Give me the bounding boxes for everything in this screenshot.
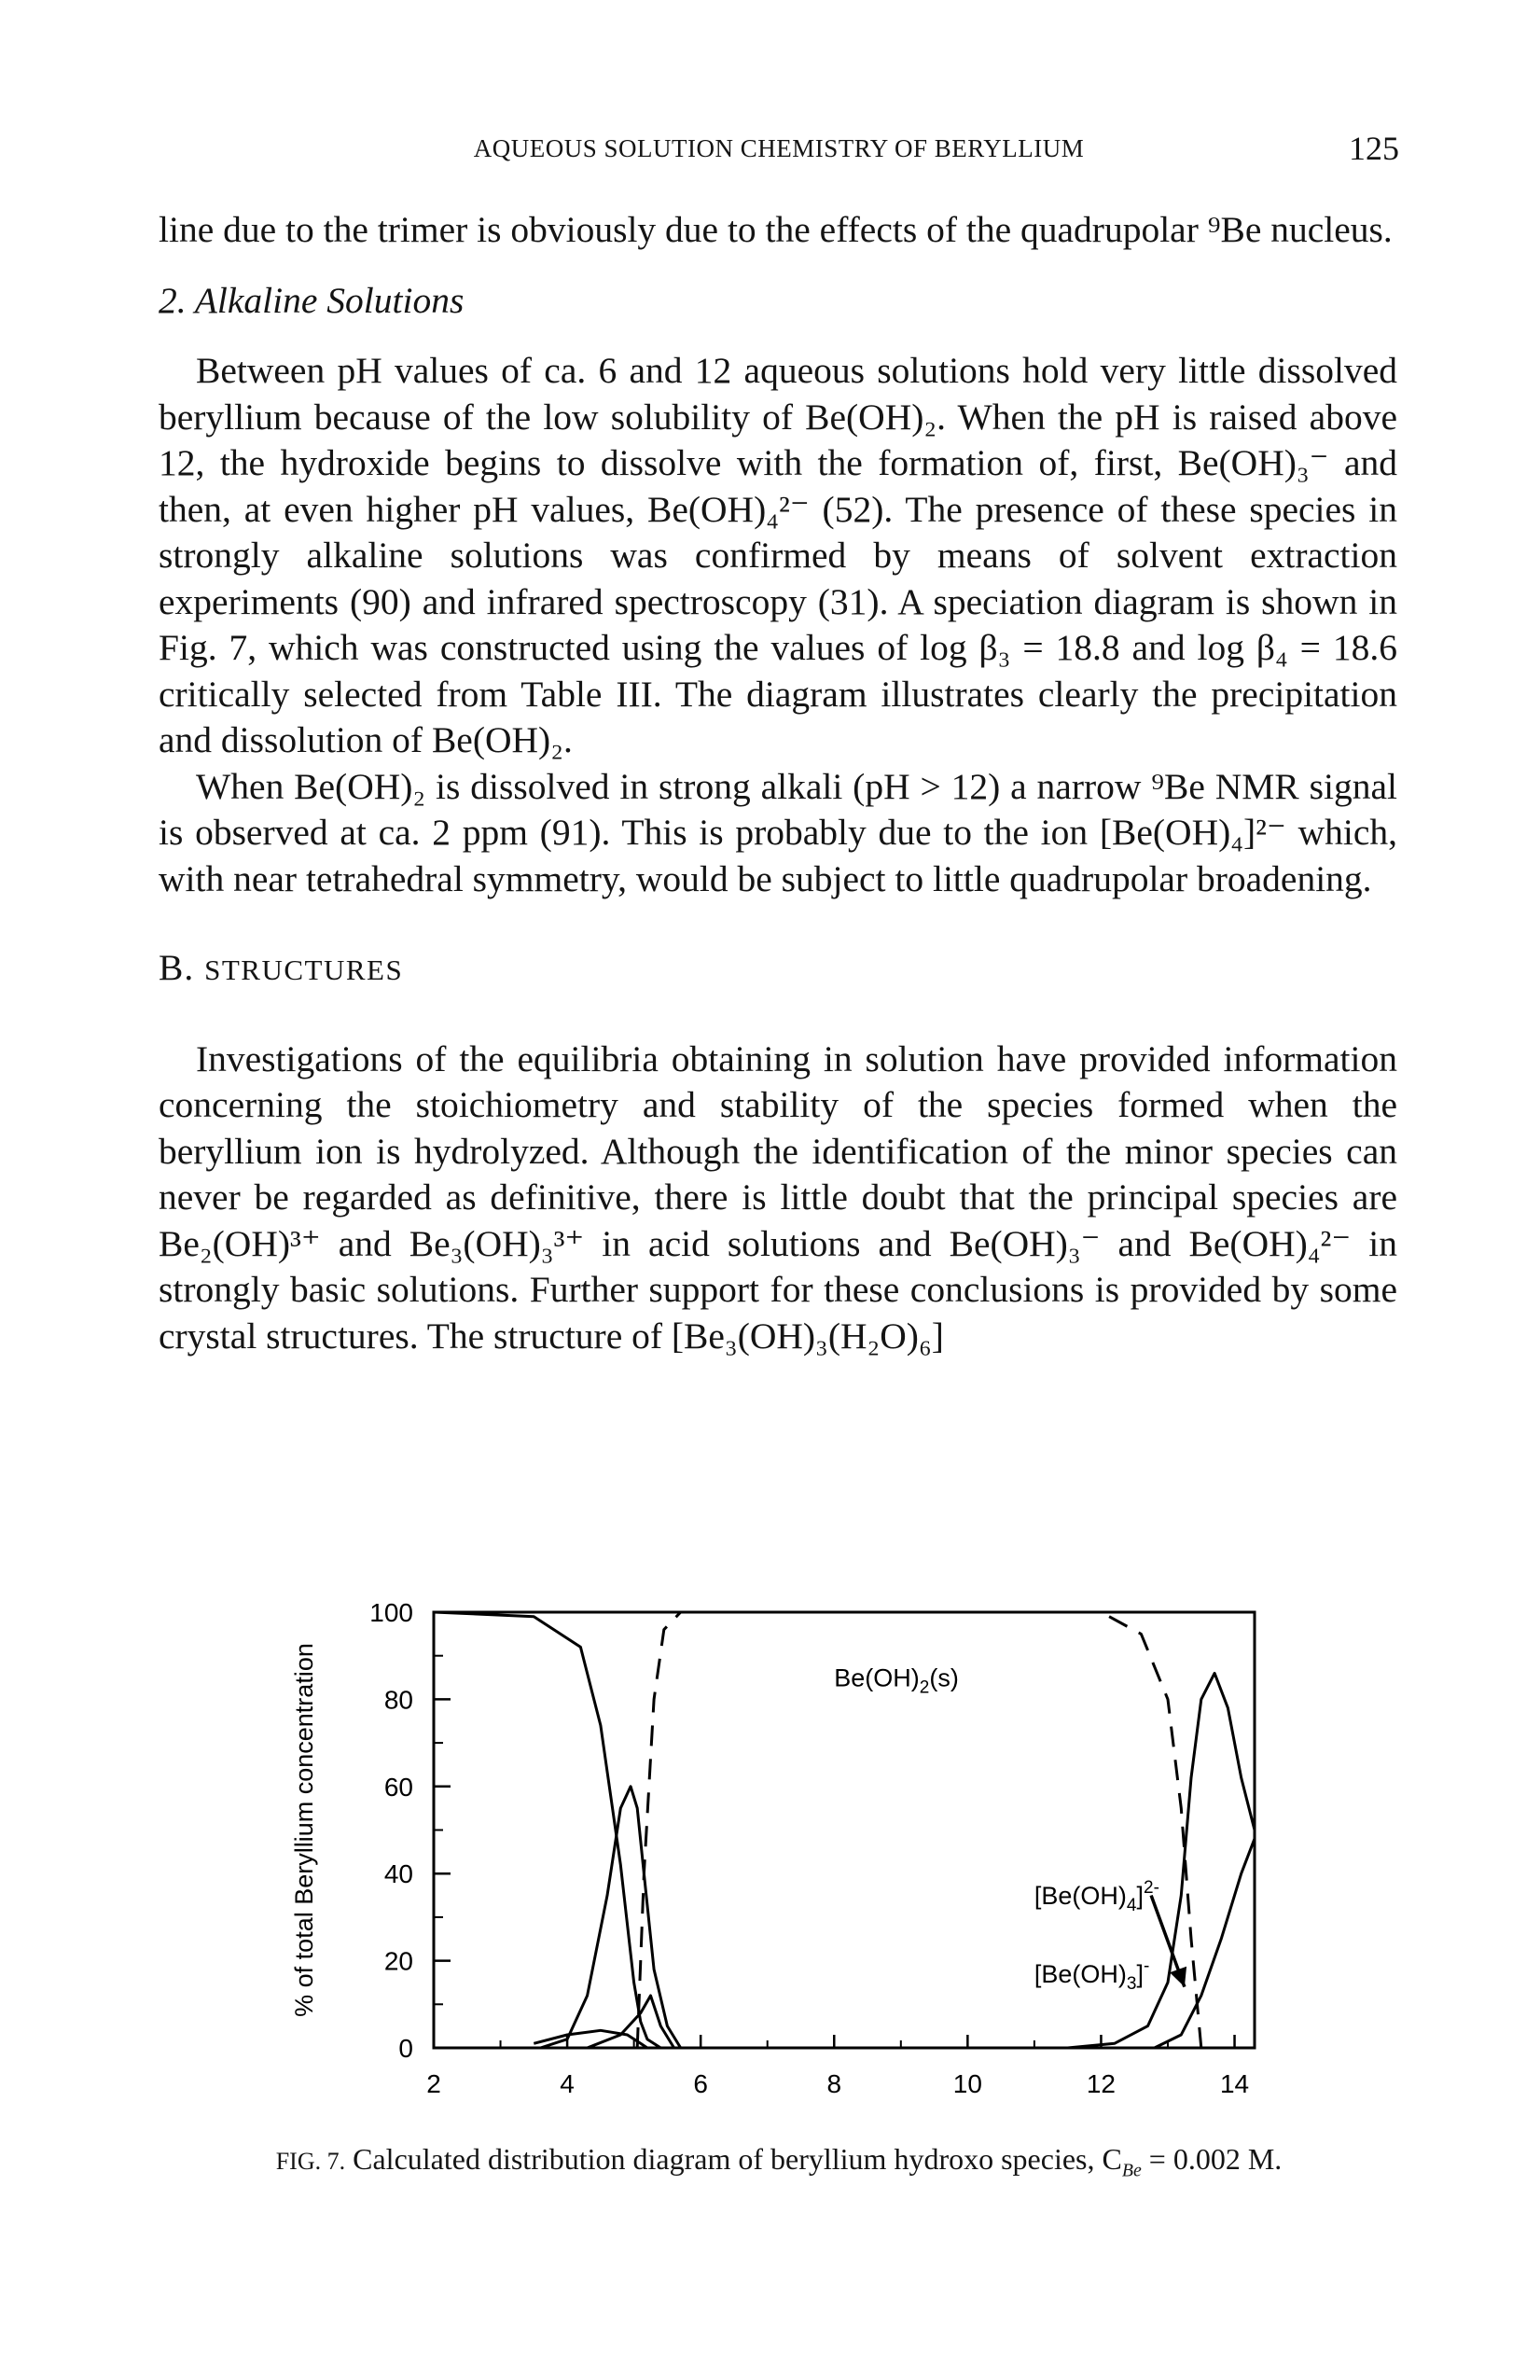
- x-tick-label: 12: [1087, 2069, 1116, 2098]
- subsection-title: STRUCTURES: [204, 953, 404, 986]
- subsection-heading: B. STRUCTURES: [159, 945, 1397, 994]
- y-tick-label: 0: [398, 2034, 413, 2063]
- series-line--be-oh-4-2-: [1154, 1838, 1256, 2050]
- y-tick-label: 80: [384, 1685, 413, 1714]
- section-heading: 2. Alkaline Solutions: [159, 279, 465, 321]
- series-line-species-3: [533, 2028, 648, 2050]
- x-tick-label: 2: [426, 2069, 441, 2098]
- caption-label: FIG. 7.: [275, 2148, 346, 2175]
- body-text: line due to the trimer is obviously due …: [159, 207, 1397, 1359]
- y-tick-label: 20: [384, 1947, 413, 1976]
- y-axis-label: % of total Beryllium concentration: [290, 1643, 318, 2017]
- figure-caption: FIG. 7. Calculated distribution diagram …: [159, 2142, 1399, 2181]
- paragraph-4: Investigations of the equilibria obtaini…: [159, 1037, 1397, 1357]
- running-header: AQUEOUS SOLUTION CHEMISTRY OF BERYLLIUM …: [159, 129, 1399, 175]
- paragraph-2: Between pH values of ca. 6 and 12 aqueou…: [159, 350, 1397, 760]
- series-line--be-oh-3-: [1067, 1671, 1256, 2050]
- x-tick-label: 6: [693, 2069, 708, 2098]
- annotation-be-oh-2-s: Be(OH)2(s): [834, 1663, 959, 1697]
- annotation-be-oh-3: [Be(OH)3]-: [1034, 1956, 1149, 1994]
- caption-subscript: Be: [1121, 2160, 1142, 2181]
- paragraph-3: When Be(OH)₂ is dissolved in strong alka…: [159, 765, 1397, 899]
- annotation-arrowhead: [1170, 1966, 1187, 1987]
- x-tick-label: 4: [560, 2069, 575, 2098]
- paragraph-1: line due to the trimer is obviously due …: [159, 209, 1393, 250]
- running-title: AQUEOUS SOLUTION CHEMISTRY OF BERYLLIUM: [473, 134, 1085, 162]
- x-tick-label: 10: [953, 2069, 982, 2098]
- y-tick-label: 40: [384, 1859, 413, 1888]
- caption-text: Calculated distribution diagram of beryl…: [353, 2142, 1122, 2176]
- figure-7: 0204060801002468101214pH% of total Beryl…: [280, 1586, 1287, 2109]
- series-line-species-4: [587, 1994, 675, 2050]
- series-line-be-oh-2-s-: [635, 1610, 1203, 2049]
- x-tick-label: 14: [1220, 2069, 1249, 2098]
- caption-value: = 0.002 M.: [1141, 2142, 1283, 2176]
- distribution-chart: 0204060801002468101214pH% of total Beryl…: [290, 1598, 1256, 2098]
- series-line-species-2: [540, 1785, 682, 2050]
- y-tick-label: 100: [369, 1598, 413, 1627]
- x-tick-label: 8: [826, 2069, 841, 2098]
- series-line-be2-: [433, 1610, 662, 2050]
- annotation-be-oh-4: [Be(OH)4]2-: [1034, 1878, 1159, 1915]
- page-number: 125: [1349, 130, 1399, 167]
- y-tick-label: 60: [384, 1773, 413, 1802]
- subsection-letter: B.: [159, 947, 205, 988]
